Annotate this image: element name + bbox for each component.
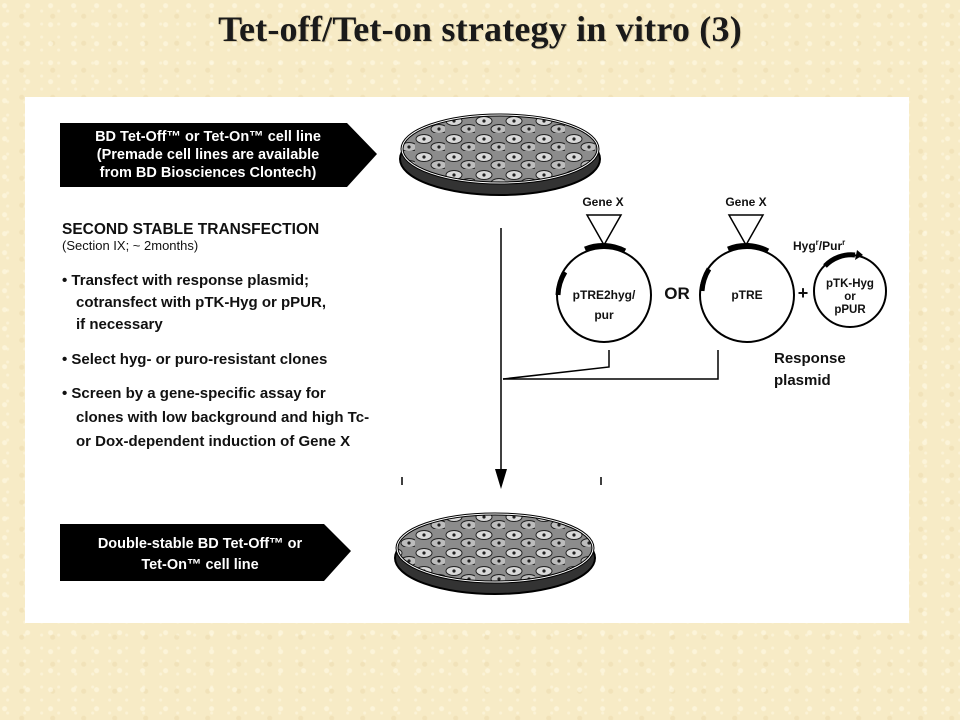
slide-title: Tet-off/Tet-on strategy in vitro (3): [218, 9, 742, 49]
bullet-3-line2: clones with low background and high Tc-: [76, 409, 369, 426]
ptre2hyg-label-line2: pur: [594, 308, 614, 322]
bottom-culture-dish: [394, 512, 596, 595]
diagram-panel: BD Tet-Off™ or Tet-On™ cell line (Premad…: [25, 97, 909, 623]
step-subheading: (Section IX; ~ 2months): [62, 238, 198, 253]
flow-connectors: [401, 228, 719, 489]
bottom-box-line1: Double-stable BD Tet-Off™ or: [98, 536, 303, 552]
response-plasmid-line2: plasmid: [774, 372, 831, 389]
ptk-label-line3: pPUR: [834, 304, 866, 316]
or-label: OR: [664, 284, 690, 303]
bullet-3-line1: • Screen by a gene-specific assay for: [62, 385, 326, 402]
plus-label: +: [798, 283, 809, 303]
top-box-line1: BD Tet-Off™ or Tet-On™ cell line: [95, 129, 321, 145]
plasmid-ptre2hyg-pur: Gene X pTRE2hyg/ pur: [555, 195, 652, 343]
ptre-label: pTRE: [731, 288, 762, 302]
top-culture-dish: [399, 113, 601, 196]
ptk-label-line1: pTK-Hyg: [826, 278, 874, 290]
top-box-line2: (Premade cell lines are available: [97, 147, 319, 163]
bottom-box-line2: Tet-On™ cell line: [141, 557, 258, 573]
ptre2hyg-label-line1: pTRE2hyg/: [573, 288, 636, 302]
gene-x-label-1: Gene X: [582, 195, 623, 209]
transfection-step: SECOND STABLE TRANSFECTION (Section IX; …: [62, 221, 369, 450]
bullet-1-line2: cotransfect with pTK-Hyg or pPUR,: [76, 294, 326, 311]
plasmid-ptre: Gene X pTRE: [699, 195, 795, 343]
bullet-2-line1: • Select hyg- or puro-resistant clones: [62, 351, 327, 368]
bullet-1-line1: • Transfect with response plasmid;: [62, 272, 309, 289]
hyg-pur-label: Hygr/Purr: [793, 238, 845, 253]
bullet-1-line3: if necessary: [76, 316, 163, 333]
gene-x-label-2: Gene X: [725, 195, 766, 209]
top-cell-line-box: BD Tet-Off™ or Tet-On™ cell line (Premad…: [60, 123, 377, 187]
plasmid-ptk-hyg-ppur: Hygr/Purr pTK-Hyg or pPUR: [793, 238, 887, 328]
step-heading: SECOND STABLE TRANSFECTION: [62, 221, 319, 238]
response-plasmid-line1: Response: [774, 350, 846, 367]
strategy-diagram: BD Tet-Off™ or Tet-On™ cell line (Premad…: [60, 113, 887, 595]
bottom-cell-line-box: Double-stable BD Tet-Off™ or Tet-On™ cel…: [60, 524, 351, 581]
ptk-label-line2: or: [844, 291, 856, 303]
bullet-3-line3: or Dox-dependent induction of Gene X: [76, 433, 350, 450]
top-box-line3: from BD Biosciences Clontech): [100, 165, 317, 181]
